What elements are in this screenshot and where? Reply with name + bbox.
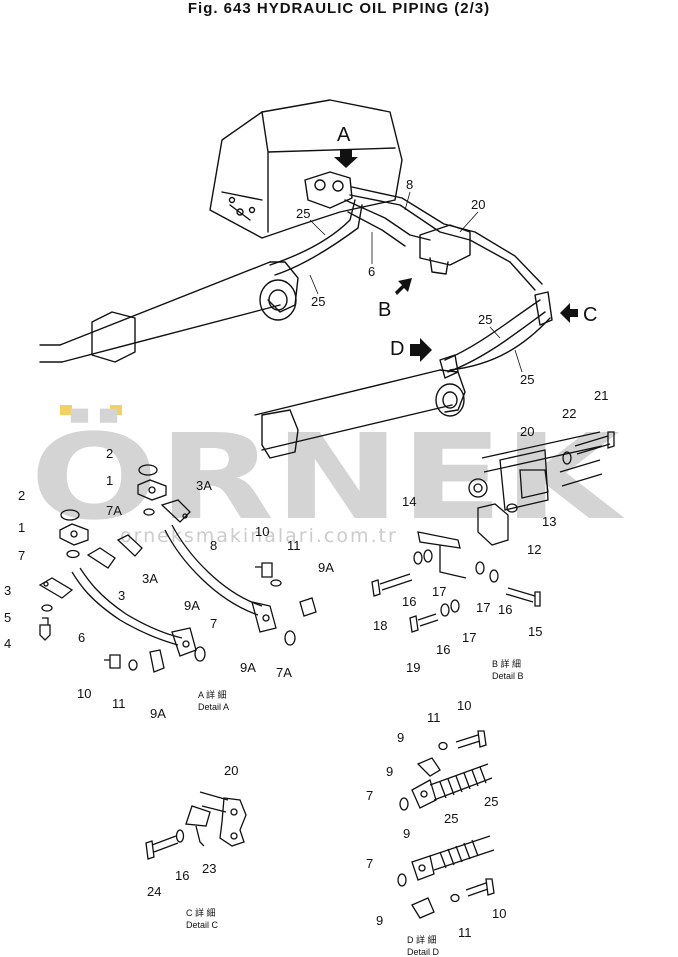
part-label: 18 xyxy=(373,618,387,633)
callout-25: 25 xyxy=(311,294,325,309)
part-label: 17 xyxy=(432,584,446,599)
part-label: 10 xyxy=(77,686,91,701)
pipe-8-detail xyxy=(164,524,263,616)
callout-6: 6 xyxy=(368,264,375,279)
detail-b: 20 22 21 14 13 12 18 16 17 17 16 15 19 1… xyxy=(371,388,615,681)
part-label: 2 xyxy=(106,446,113,461)
detail-c-caption-native: C 詳 細 xyxy=(186,907,216,918)
watermark-logo: ÖRNEK xyxy=(30,408,626,546)
part-label: 9A xyxy=(318,560,334,575)
main-callouts: 25 8 20 6 25 25 25 xyxy=(296,177,534,387)
part-label: 5 xyxy=(4,610,11,625)
part-label: 23 xyxy=(202,861,216,876)
part-label: 11 xyxy=(287,538,301,553)
part-label: 16 xyxy=(402,594,416,609)
detail-b-caption-native: B 詳 細 xyxy=(492,658,521,669)
part-label: 2 xyxy=(18,488,25,503)
part-label: 21 xyxy=(594,388,608,403)
view-label-c: C xyxy=(583,304,597,326)
part-label: 19 xyxy=(406,660,420,675)
part-label: 11 xyxy=(458,925,472,940)
part-label: 9A xyxy=(240,660,256,675)
part-label: 9 xyxy=(397,730,404,745)
callout-25: 25 xyxy=(520,372,534,387)
hose-25-detail-upper xyxy=(429,763,493,801)
part-label: 22 xyxy=(562,406,576,421)
part-label: 14 xyxy=(402,494,416,509)
part-label: 4 xyxy=(4,636,11,651)
detail-d-caption-native: D 詳 細 xyxy=(407,934,437,945)
part-label: 7 xyxy=(366,856,373,871)
upper-cylinder xyxy=(59,261,281,363)
part-label: 9 xyxy=(403,826,410,841)
part-label: 3 xyxy=(4,583,11,598)
part-label: 13 xyxy=(542,514,556,529)
view-label-b: B xyxy=(378,299,391,321)
part-label: 24 xyxy=(147,884,161,899)
part-label: 3 xyxy=(118,588,125,603)
part-label: 15 xyxy=(528,624,542,639)
part-label: 20 xyxy=(520,424,534,439)
part-label: 10 xyxy=(255,524,269,539)
part-label: 16 xyxy=(498,602,512,617)
part-label: 1 xyxy=(106,473,113,488)
part-label: 7A xyxy=(276,665,292,680)
part-label: 16 xyxy=(175,868,189,883)
part-label: 7 xyxy=(210,616,217,631)
detail-a-caption: Detail A xyxy=(198,702,229,712)
callout-20: 20 xyxy=(471,197,485,212)
detail-a: 2 1 7A 3A 2 1 7 3 5 4 3A 3 6 10 11 8 9A … xyxy=(4,446,334,721)
machine-body xyxy=(209,99,403,239)
part-label: 9 xyxy=(386,764,393,779)
detail-d-caption: Detail D xyxy=(407,947,440,957)
part-label: 11 xyxy=(112,696,126,711)
pipe-block-20 xyxy=(419,224,471,266)
detail-a-caption-native: A 詳 細 xyxy=(198,689,227,700)
detail-c-caption: Detail C xyxy=(186,920,219,930)
hose-25-upper xyxy=(269,199,356,266)
detail-d: 11 10 9 9 7 25 25 9 7 9 11 10 D 詳 細 Deta… xyxy=(366,698,506,957)
part-label: 20 xyxy=(224,763,238,778)
part-label: 16 xyxy=(436,642,450,657)
main-assembly xyxy=(39,99,553,459)
pipe-6-detail xyxy=(71,567,183,646)
part-label: 11 xyxy=(427,710,441,725)
watermark: ÖRNEK orneksmakinalari.com.tr xyxy=(30,405,626,547)
part-label: 7 xyxy=(366,788,373,803)
detail-b-caption: Detail B xyxy=(492,671,524,681)
part-label: 9A xyxy=(184,598,200,613)
part-label: 3A xyxy=(142,571,158,586)
part-label: 10 xyxy=(492,906,506,921)
callout-25: 25 xyxy=(478,312,492,327)
part-label: 6 xyxy=(78,630,85,645)
part-label: 3A xyxy=(196,478,212,493)
callout-8: 8 xyxy=(406,177,413,192)
view-arrows xyxy=(334,150,578,362)
part-label: 10 xyxy=(457,698,471,713)
view-label-d: D xyxy=(390,338,404,360)
part-label: 7A xyxy=(106,503,122,518)
watermark-url: orneksmakinalari.com.tr xyxy=(120,525,398,547)
part-label: 1 xyxy=(18,520,25,535)
figure-title: Fig. 643 HYDRAULIC OIL PIPING (2/3) xyxy=(187,0,491,17)
part-label: 17 xyxy=(476,600,490,615)
callout-25: 25 xyxy=(296,206,310,221)
pipe-8 xyxy=(349,194,536,291)
part-label: 12 xyxy=(527,542,541,557)
part-label: 7 xyxy=(18,548,25,563)
part-label: 9 xyxy=(376,913,383,928)
part-label: 8 xyxy=(210,538,217,553)
hose-25-detail-lower xyxy=(429,835,495,871)
part-label: 25 xyxy=(484,794,498,809)
part-label: 25 xyxy=(444,811,458,826)
lower-cylinder xyxy=(254,369,453,451)
view-label-a: A xyxy=(337,124,351,146)
detail-c: 20 23 16 24 C 詳 細 Detail C xyxy=(145,763,247,930)
part-label: 17 xyxy=(462,630,476,645)
part-label: 9A xyxy=(150,706,166,721)
